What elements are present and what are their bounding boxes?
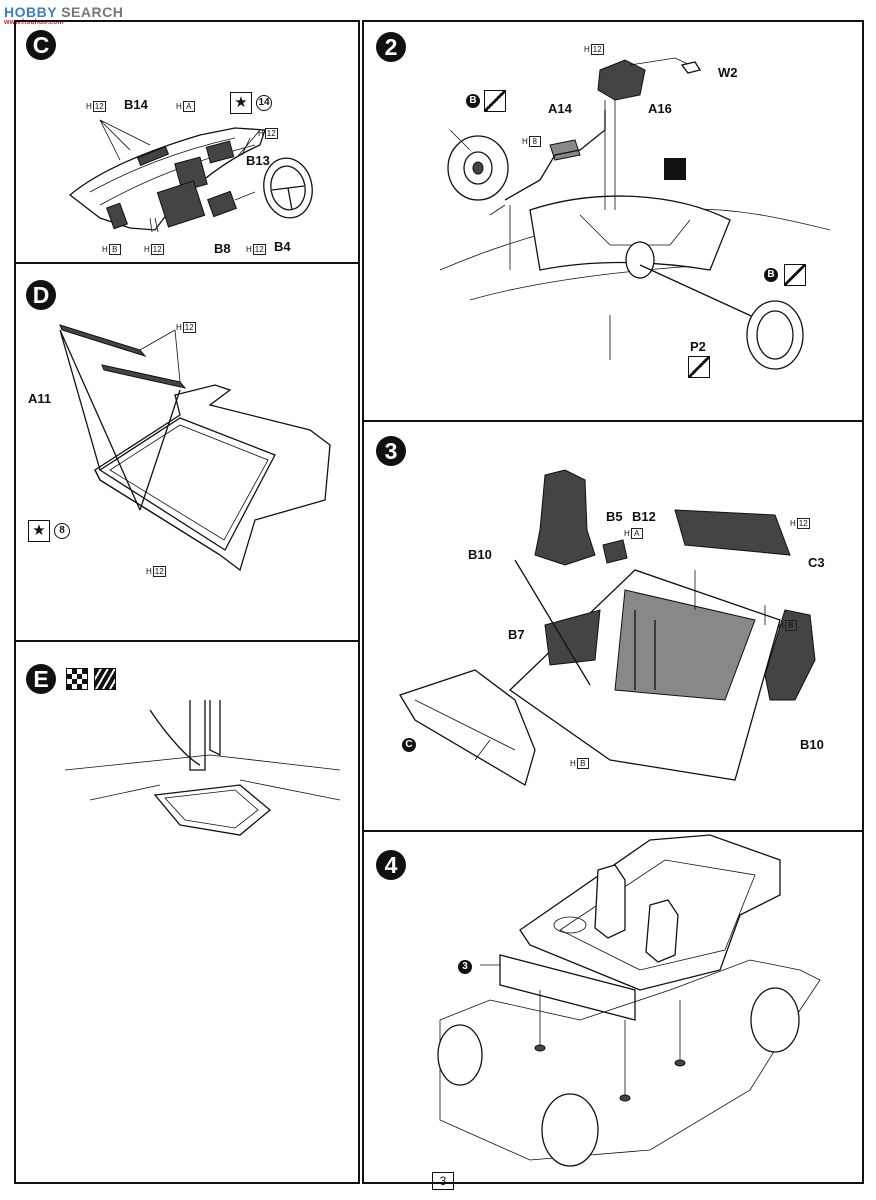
left-panel-frame: [14, 20, 360, 1184]
part-label-b8: B8: [214, 241, 231, 256]
right-panel-frame: [362, 20, 864, 1184]
glue-icon: [784, 264, 806, 286]
section-badge-e: E: [26, 664, 56, 694]
part-label-p2: P2: [690, 339, 706, 354]
interior-tub-illustration: [399, 469, 816, 786]
step-badge-3: 3: [376, 436, 406, 466]
tag-value: 12: [252, 244, 266, 255]
section-badge-c: C: [26, 30, 56, 60]
tag-value: 12: [150, 244, 164, 255]
tag-value: 12: [264, 128, 278, 139]
part-label-a11: A11: [28, 391, 52, 406]
part-label-b14: B14: [124, 97, 148, 112]
final-assembly-illustration: [437, 834, 821, 1167]
glue-icon: [688, 356, 710, 378]
tag-value: B: [108, 244, 121, 255]
part-label-b13: B13: [246, 153, 270, 168]
paint-star-icon: ★: [230, 92, 252, 114]
tag-value: B: [576, 758, 589, 769]
tag-prefix: H: [86, 102, 92, 111]
stripe-decal-icon: [94, 668, 116, 690]
tag-value: 12: [152, 566, 166, 577]
page-number: 3: [432, 1172, 454, 1190]
part-label-w2: W2: [718, 65, 738, 80]
watermark-brand-right: SEARCH: [61, 4, 124, 20]
paint-ref-number: 8: [54, 523, 70, 539]
paint-star-icon: ★: [28, 520, 50, 542]
left-divider-1: [14, 262, 358, 264]
checker-decal-icon: [66, 668, 88, 690]
watermark-url: www.hsuhuo.com: [4, 19, 64, 26]
part-label-b4: B4: [274, 239, 291, 254]
tag-value: 8: [528, 136, 541, 147]
tag-value: A: [630, 528, 643, 539]
part-label-a16: A16: [648, 101, 672, 116]
step-badge-4: 4: [376, 850, 406, 880]
wheel-ref-badge: B: [764, 268, 778, 282]
subassembly-ref-badge: 3: [458, 960, 472, 974]
section-badge-d: D: [26, 280, 56, 310]
step-badge-2: 2: [376, 32, 406, 62]
left-divider-2: [14, 640, 358, 642]
chassis-exhaust-illustration: [439, 57, 831, 370]
right-divider-2: [362, 830, 862, 832]
part-label-b5: B5: [606, 509, 623, 524]
tag-value: 12: [796, 518, 810, 529]
dashboard-illustration: [68, 119, 313, 233]
glue-icon: [484, 90, 506, 112]
wheel-ref-badge: B: [466, 94, 480, 108]
subassembly-ref-badge: C: [402, 738, 416, 752]
part-label-a14: A14: [548, 101, 572, 116]
part-label-b10-left: B10: [468, 547, 492, 562]
part-label-b10-right: B10: [800, 737, 824, 752]
stripe-decal-icon: [664, 158, 686, 180]
tag-value: A: [182, 101, 195, 112]
windshield-illustration: [59, 324, 331, 572]
tag-value: 12: [92, 101, 106, 112]
tag-value: B: [784, 620, 797, 631]
watermark-logo: HOBBY SEARCH www.hsuhuo.com: [4, 4, 123, 26]
part-label-c3: C3: [808, 555, 825, 570]
tag-value: 12: [182, 322, 196, 333]
console-decal-illustration: [64, 700, 341, 836]
watermark-brand-left: HOBBY: [4, 4, 57, 20]
right-divider-1: [362, 420, 862, 422]
part-label-b12: B12: [632, 509, 656, 524]
tag-value: 12: [590, 44, 604, 55]
part-label-b7: B7: [508, 627, 525, 642]
paint-ref-number: 14: [256, 95, 272, 111]
